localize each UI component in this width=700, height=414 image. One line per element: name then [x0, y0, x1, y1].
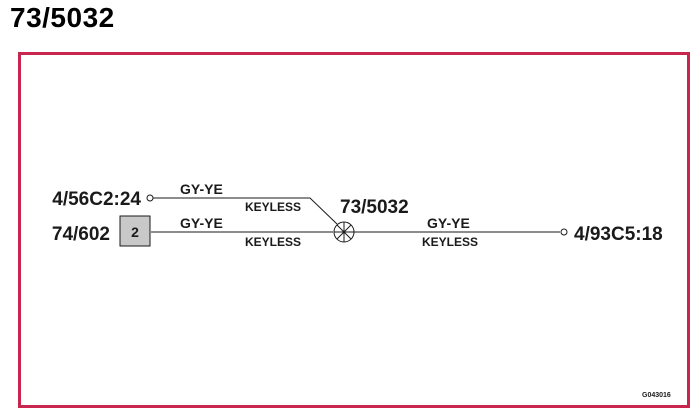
diagram-frame	[18, 52, 690, 408]
wire-top-option: KEYLESS	[245, 200, 301, 214]
connector-left-label: 74/602	[52, 224, 110, 245]
connector-top-left-label: 4/56C2:24	[52, 189, 141, 210]
splice-icon[interactable]	[333, 221, 355, 243]
wire-right-color: GY-YE	[427, 215, 470, 231]
page-title: 73/5032	[10, 2, 115, 33]
wire-left-color: GY-YE	[180, 215, 223, 231]
wire-top-color: GY-YE	[180, 181, 223, 197]
connector-left-block[interactable]	[119, 215, 151, 247]
figure-code: G043016	[642, 392, 671, 399]
terminal-top-left[interactable]	[146, 194, 154, 202]
wire-top[interactable]	[153, 197, 338, 225]
wire-left-option: KEYLESS	[245, 235, 301, 249]
connector-right-label: 4/93C5:18	[574, 224, 663, 245]
connector-left-pin: 2	[131, 224, 139, 240]
splice-label: 73/5032	[340, 197, 409, 218]
wire-right-option: KEYLESS	[422, 235, 478, 249]
terminal-right[interactable]	[560, 228, 568, 236]
